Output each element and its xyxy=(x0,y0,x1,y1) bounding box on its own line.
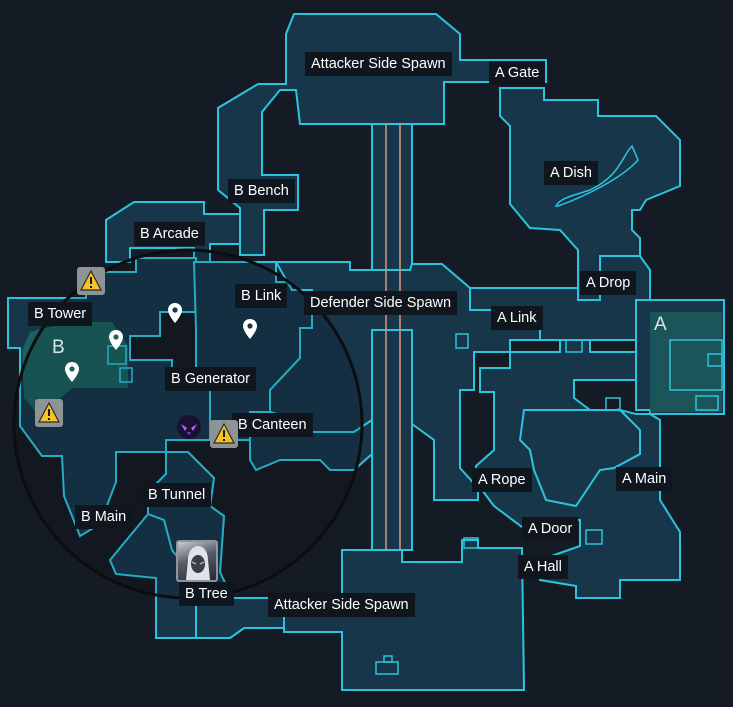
a-site-fill xyxy=(650,312,722,412)
callout-b-bench[interactable]: B Bench xyxy=(228,179,295,203)
a-dish-curve xyxy=(554,144,639,207)
callout-b-tower[interactable]: B Tower xyxy=(28,302,93,326)
a-door-box xyxy=(585,529,603,545)
site-letter-b: B xyxy=(52,337,65,358)
a-rope-box xyxy=(605,397,621,411)
spawn-crate-small xyxy=(383,655,393,663)
callout-a-main[interactable]: A Main xyxy=(616,467,673,491)
callout-a-door[interactable]: A Door xyxy=(522,517,579,541)
attacker-spawn-top-area xyxy=(217,13,547,256)
warning-triangle-icon[interactable] xyxy=(210,420,238,448)
callout-a-dish[interactable]: A Dish xyxy=(544,161,598,185)
a-hall-box xyxy=(463,537,479,549)
callout-b-tree[interactable]: B Tree xyxy=(179,582,234,606)
callout-b-tunnel[interactable]: B Tunnel xyxy=(142,483,212,507)
warning-triangle-icon[interactable] xyxy=(35,399,63,427)
callout-b-main[interactable]: B Main xyxy=(75,505,133,529)
a-main-box xyxy=(695,395,719,411)
b-site-box2 xyxy=(119,367,133,383)
callout-attacker-spawn-top[interactable]: Attacker Side Spawn xyxy=(305,52,452,76)
map-pin-icon[interactable] xyxy=(168,303,182,323)
callout-a-gate[interactable]: A Gate xyxy=(489,61,546,85)
a-site-box-inner xyxy=(707,353,723,367)
callout-a-rope[interactable]: A Rope xyxy=(472,468,532,492)
mid-lane xyxy=(371,123,413,271)
site-letter-a: A xyxy=(654,314,667,335)
map-pin-icon[interactable] xyxy=(109,330,123,350)
map-pin-icon[interactable] xyxy=(65,362,79,382)
a-hall-area xyxy=(518,409,641,508)
agent-portrait-icon[interactable] xyxy=(176,540,218,582)
callout-b-generator[interactable]: B Generator xyxy=(165,367,256,391)
callout-defender-spawn[interactable]: Defender Side Spawn xyxy=(304,291,458,315)
callout-attacker-spawn-bottom[interactable]: Attacker Side Spawn xyxy=(268,593,415,617)
mid-box xyxy=(455,333,469,349)
callout-b-link[interactable]: B Link xyxy=(235,284,288,308)
callout-b-canteen[interactable]: B Canteen xyxy=(232,413,313,437)
warning-triangle-icon[interactable] xyxy=(77,267,105,295)
map-pin-icon[interactable] xyxy=(243,319,257,339)
callout-b-arcade[interactable]: B Arcade xyxy=(134,222,205,246)
mid-lane-south xyxy=(371,329,413,551)
callout-a-drop[interactable]: A Drop xyxy=(580,271,637,295)
purple-ability-icon[interactable] xyxy=(176,414,202,440)
callout-a-hall[interactable]: A Hall xyxy=(518,555,568,579)
callout-a-link[interactable]: A Link xyxy=(491,306,543,330)
a-dish-area xyxy=(499,87,681,301)
drop-box xyxy=(565,339,583,353)
